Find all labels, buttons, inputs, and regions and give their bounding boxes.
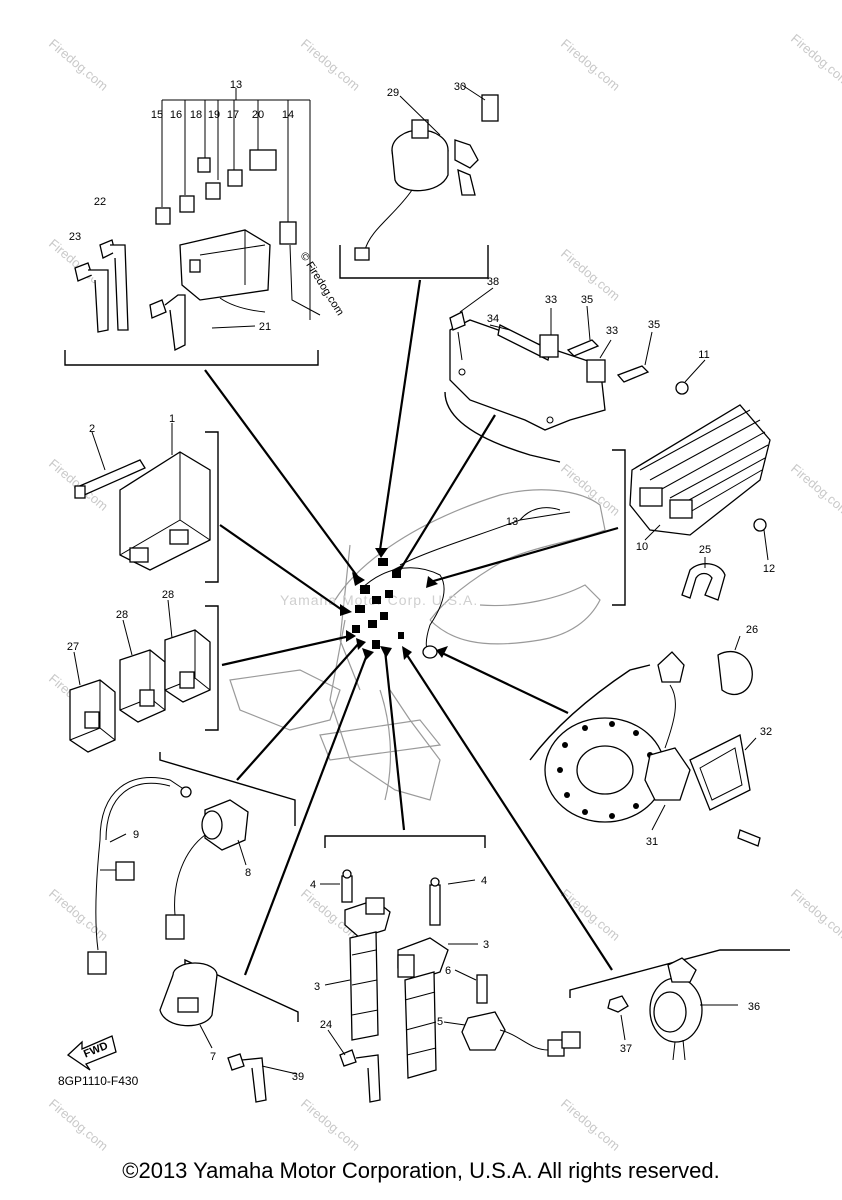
part-number: 24: [320, 1019, 332, 1031]
main-switch-group: 29 30: [354, 81, 499, 261]
drawing-code: 8GP1110-F430: [58, 1074, 139, 1088]
part-number: 13: [230, 79, 242, 91]
part-number: 37: [620, 1043, 632, 1055]
part-number: 30: [454, 81, 466, 93]
part-number: 20: [252, 109, 264, 121]
part-number: 19: [208, 109, 220, 121]
part-number: 33: [606, 325, 618, 337]
part-number: 6: [445, 965, 451, 977]
part-number: 31: [646, 836, 658, 848]
part-number: 15: [151, 109, 163, 121]
leader-arrows: [340, 548, 448, 660]
watermark: Firedog.com: [788, 886, 842, 944]
part-number: 2: [89, 423, 95, 435]
part-number: 8: [245, 867, 251, 879]
main-harness: [352, 507, 571, 659]
pickup-group: 26 32 31: [544, 624, 772, 848]
part-number: 28: [116, 609, 128, 621]
part-number: 18: [190, 109, 202, 121]
part-number: 5: [437, 1016, 443, 1028]
part-number: 12: [763, 563, 775, 575]
part-number: 1: [169, 413, 175, 425]
part-number: 4: [310, 879, 316, 891]
part-number: 13: [506, 516, 518, 528]
relay-group: 27 28 28: [67, 589, 211, 753]
part-number: 35: [581, 294, 593, 306]
watermark: Firedog.com: [46, 886, 111, 944]
part-number: 10: [636, 541, 648, 553]
part-number: 34: [487, 313, 499, 325]
watermark: Firedog.com: [558, 461, 623, 519]
part-number: 27: [67, 641, 79, 653]
part-number: 23: [69, 231, 81, 243]
part-number: 22: [94, 196, 106, 208]
part-number: 26: [746, 624, 758, 636]
part-number: 32: [760, 726, 772, 738]
ignition-coil-group: 4 4 3 3 6 5 24: [310, 869, 581, 1103]
sensor-group: 7 39: [159, 962, 304, 1103]
part-number: 21: [259, 321, 271, 333]
part-number: 29: [387, 87, 399, 99]
rectifier-group: 11 10 12 25: [629, 349, 775, 601]
parts-diagram: Firedog.com Firedog.com Firedog.com Fire…: [46, 31, 842, 1154]
part-number: 3: [314, 981, 320, 993]
frame-outline: [229, 489, 606, 801]
watermark: Firedog.com: [558, 1096, 623, 1154]
ground-lead-group: 9 8: [87, 777, 251, 975]
part-number: 28: [162, 589, 174, 601]
copyright-notice: ©2013 Yamaha Motor Corporation, U.S.A. A…: [122, 1158, 720, 1183]
part-number: 33: [545, 294, 557, 306]
bracket-group: 38 33 35 34 33 35: [449, 276, 660, 431]
part-number: 38: [487, 276, 499, 288]
part-number: 3: [483, 939, 489, 951]
vertical-watermark: © Firedog.com: [297, 250, 345, 318]
watermark: Firedog.com: [788, 31, 842, 89]
leader-lines: [204, 279, 619, 976]
ecu-group: 2 1: [73, 413, 211, 571]
watermark: Firedog.com: [298, 36, 363, 94]
part-number: 39: [292, 1071, 304, 1083]
part-number: 17: [227, 109, 239, 121]
watermark: Firedog.com: [298, 1096, 363, 1154]
part-number: 9: [133, 829, 139, 841]
watermark: Firedog.com: [558, 886, 623, 944]
part-number: 16: [170, 109, 182, 121]
part-number: 36: [748, 1001, 760, 1013]
watermark: Firedog.com: [46, 36, 111, 94]
watermark: Firedog.com: [788, 461, 842, 519]
fuse-box-group: 13 15 16 18 19 17 20 14 22 23 21: [69, 79, 321, 351]
part-number: 7: [210, 1051, 216, 1063]
part-number: 4: [481, 875, 487, 887]
part-number: 14: [282, 109, 294, 121]
part-number: 25: [699, 544, 711, 556]
part-number: 11: [698, 349, 709, 361]
sensor-36-group: 36 37: [607, 957, 760, 1061]
fwd-arrow: FWD: [66, 1035, 117, 1071]
part-number: 35: [648, 319, 660, 331]
watermark: Firedog.com: [46, 1096, 111, 1154]
watermark: Firedog.com: [558, 36, 623, 94]
